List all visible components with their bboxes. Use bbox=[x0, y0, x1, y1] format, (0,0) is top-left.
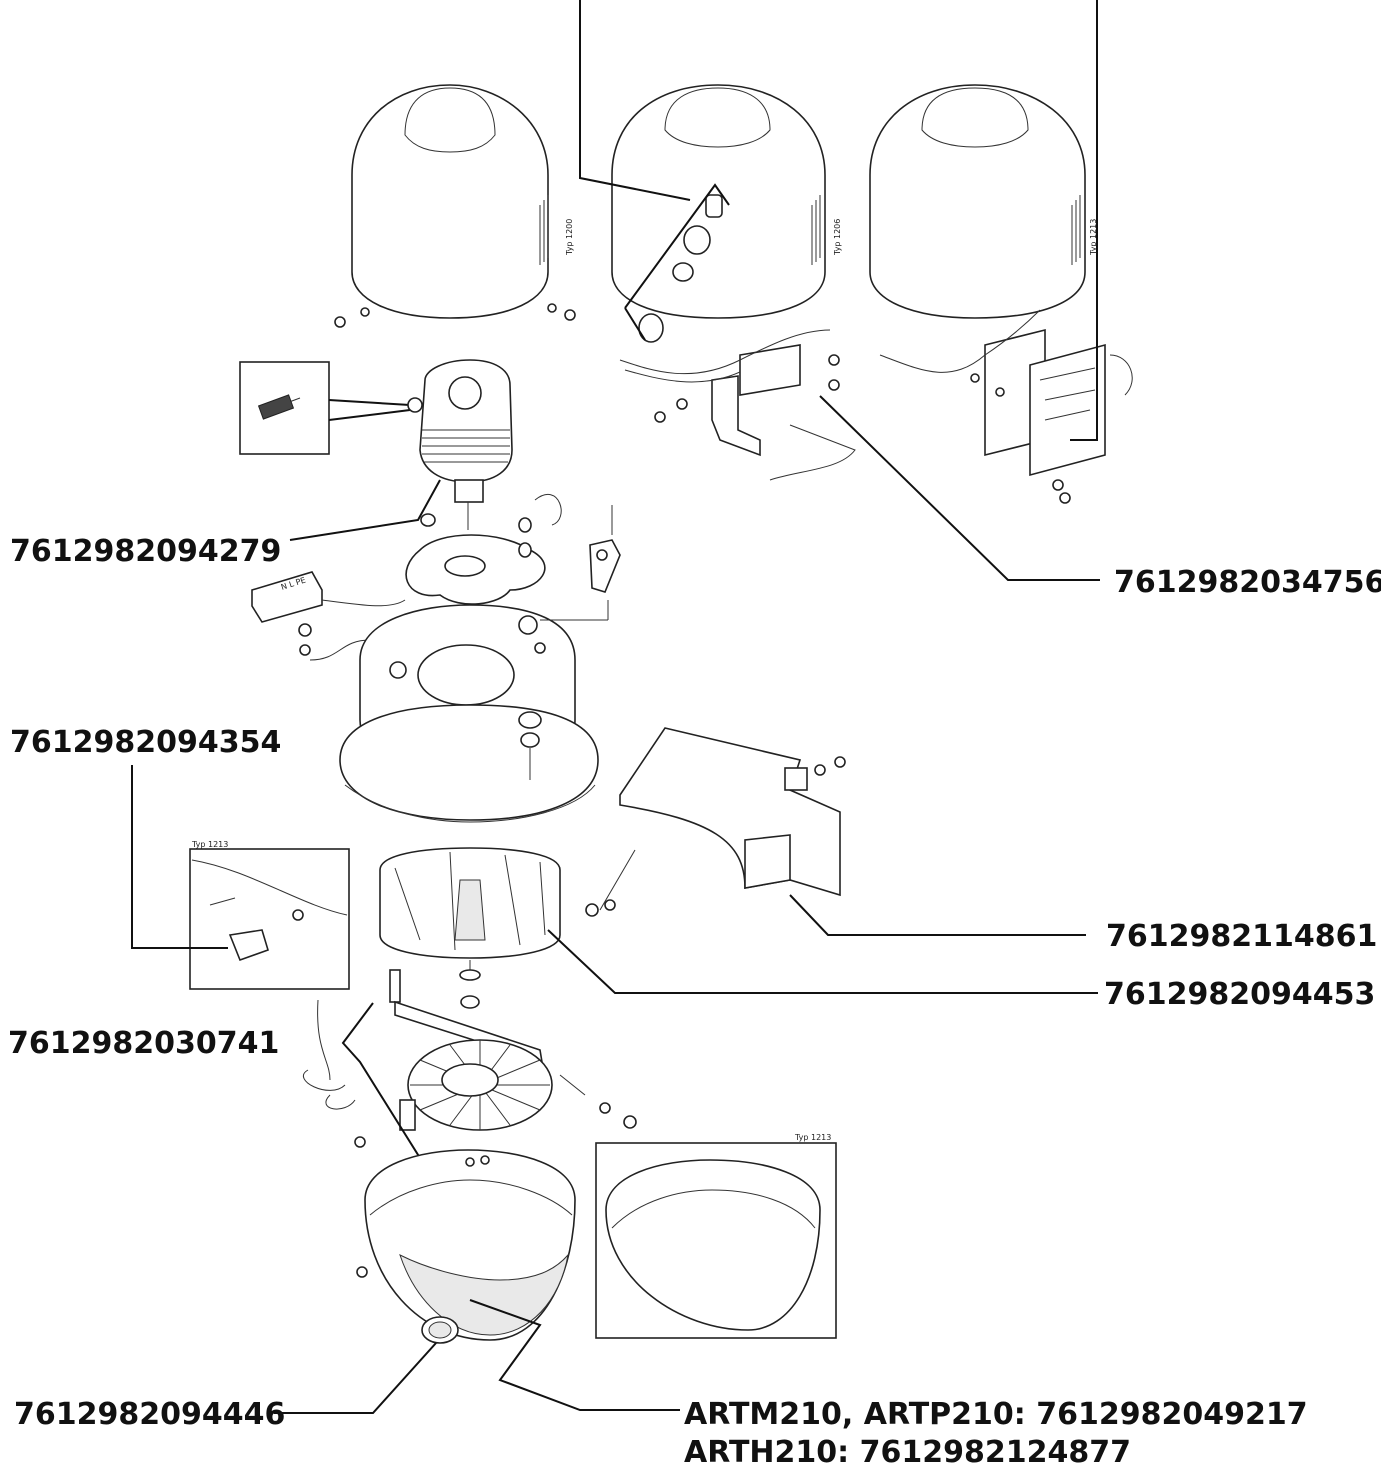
callout-switch-bracket: 7612982034756 bbox=[1114, 565, 1381, 600]
callout-motor: 7612982094279 bbox=[10, 534, 281, 569]
cover-2-typ-label: Typ 1206 bbox=[833, 219, 842, 256]
cover-typ-1206: Typ 1206 bbox=[611, 84, 856, 481]
thermostat-leader bbox=[131, 765, 228, 949]
cover-3-typ-label: Typ 1213 bbox=[1089, 219, 1098, 256]
heat-sink-fins bbox=[407, 1039, 553, 1131]
motor-leader bbox=[289, 479, 441, 541]
shell-inset-typ-label: Typ 1213 bbox=[794, 1133, 831, 1142]
bottom-shell bbox=[354, 1136, 576, 1341]
cover-typ-1200: Typ 1200 bbox=[334, 84, 576, 328]
top-leader-right bbox=[1070, 0, 1098, 441]
bottom-shell-leader bbox=[469, 1299, 680, 1411]
bracket-leader bbox=[789, 894, 1086, 936]
indicator-lamp-leader bbox=[274, 1342, 437, 1414]
switch-bracket-leader bbox=[819, 395, 1100, 581]
motor-housing-drum bbox=[339, 600, 609, 823]
fan-wheel-leader bbox=[547, 929, 1098, 994]
thermostat-inset: Typ 1213 bbox=[189, 840, 350, 990]
mounting-bracket bbox=[585, 727, 846, 917]
shell-inset: Typ 1213 bbox=[595, 1133, 837, 1339]
motor-assembly bbox=[239, 359, 513, 530]
indicator-lamp-icon bbox=[421, 1316, 459, 1344]
callout-fan-wheel: 7612982094453 bbox=[1104, 977, 1375, 1012]
brush-spring-icon bbox=[257, 394, 301, 420]
callout-indicator-lamp: 7612982094446 bbox=[14, 1397, 285, 1432]
terminal-block: N L PE bbox=[251, 571, 406, 661]
damper-stack bbox=[518, 711, 542, 780]
fan-wheel bbox=[379, 847, 561, 1009]
cover-1-typ-label: Typ 1200 bbox=[565, 219, 574, 256]
callout-heating-element: 7612982030741 bbox=[8, 1026, 279, 1061]
heating-element bbox=[302, 969, 637, 1131]
callout-bottom-shell-line1: ARTM210, ARTP210: 7612982049217 bbox=[684, 1397, 1308, 1432]
motor-mount-plate bbox=[405, 493, 621, 605]
callout-thermostat: 7612982094354 bbox=[10, 725, 281, 760]
cover-typ-1213: Typ 1213 bbox=[869, 84, 1133, 504]
thermostat-inset-typ-label: Typ 1213 bbox=[191, 840, 228, 849]
callout-mounting-bracket: 7612982114861 bbox=[1106, 919, 1377, 954]
callout-bottom-shell-line2: ARTH210: 7612982124877 bbox=[684, 1435, 1131, 1469]
top-leader-left bbox=[579, 0, 691, 201]
